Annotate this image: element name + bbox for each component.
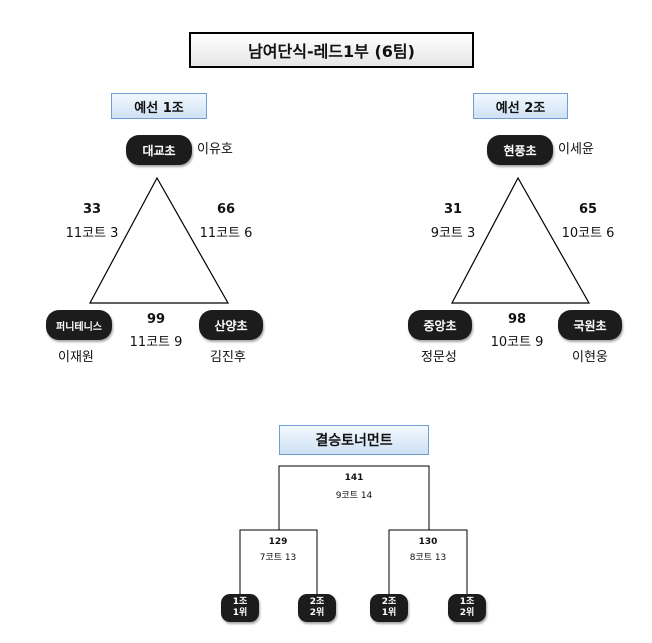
group2-label: 예선 2조: [473, 93, 568, 119]
final-match-number: 141: [344, 473, 364, 483]
group2-match3-court: 10코트 9: [490, 335, 544, 350]
semi2-match-court: 8코트 13: [409, 553, 447, 563]
page-title: 남여단식-레드1부 (6팀): [189, 32, 474, 68]
seed-slot-2-group: 2조: [309, 597, 325, 607]
group2-match2-number: 65: [578, 202, 598, 217]
semi1-bracket-line: [239, 529, 318, 597]
group2-match1-number: 31: [443, 202, 463, 217]
seed-slot-1-group: 1조: [232, 597, 248, 607]
group2-team3-player: 이현웅: [572, 350, 608, 365]
seed-slot-4-group: 1조: [459, 597, 475, 607]
group2-team2-school: 중앙초: [408, 310, 472, 340]
tournament-label: 결승토너먼트: [279, 425, 429, 455]
seed-slot-1: 1조 1위: [221, 594, 259, 622]
semi1-match-court: 7코트 13: [259, 553, 297, 563]
seed-slot-3: 2조 1위: [370, 594, 408, 622]
group2-match1-court: 9코트 3: [430, 226, 476, 241]
seed-slot-3-rank: 1위: [381, 608, 397, 618]
seed-slot-1-rank: 1위: [232, 608, 248, 618]
seed-slot-4: 1조 2위: [448, 594, 486, 622]
group2-team2-player: 정문성: [421, 350, 457, 365]
semi2-bracket-line: [388, 529, 468, 597]
group2-team1-school: 현풍초: [487, 135, 553, 165]
seed-slot-4-rank: 2위: [459, 608, 475, 618]
group2-triangle: [451, 176, 591, 304]
final-bracket-line: [278, 465, 430, 530]
group1-match3-court: 11코트 9: [129, 335, 183, 350]
group1-team3-player: 김진후: [210, 350, 246, 365]
seed-slot-3-group: 2조: [381, 597, 397, 607]
group1-match1-court: 11코트 3: [65, 226, 119, 241]
group1-team2-school: 퍼니테니스: [46, 310, 112, 340]
seed-slot-2-rank: 2위: [309, 608, 325, 618]
semi2-match-number: 130: [418, 537, 438, 547]
final-match-court: 9코트 14: [335, 491, 373, 501]
group2-team3-school: 국원초: [558, 310, 622, 340]
group1-match3-number: 99: [146, 312, 166, 327]
group2-team1-player: 이세윤: [558, 142, 594, 157]
group2-match2-court: 10코트 6: [561, 226, 615, 241]
group1-team2-player: 이재원: [58, 350, 94, 365]
group1-match2-court: 11코트 6: [199, 226, 253, 241]
group1-match1-number: 33: [82, 202, 102, 217]
group1-label: 예선 1조: [111, 93, 207, 119]
seed-slot-2: 2조 2위: [298, 594, 336, 622]
group2-match3-number: 98: [507, 312, 527, 327]
group1-team3-school: 산양초: [199, 310, 263, 340]
group1-triangle: [88, 176, 230, 304]
group1-team1-school: 대교초: [126, 135, 192, 165]
semi1-match-number: 129: [268, 537, 288, 547]
group1-match2-number: 66: [216, 202, 236, 217]
group1-team1-player: 이유호: [197, 142, 233, 157]
